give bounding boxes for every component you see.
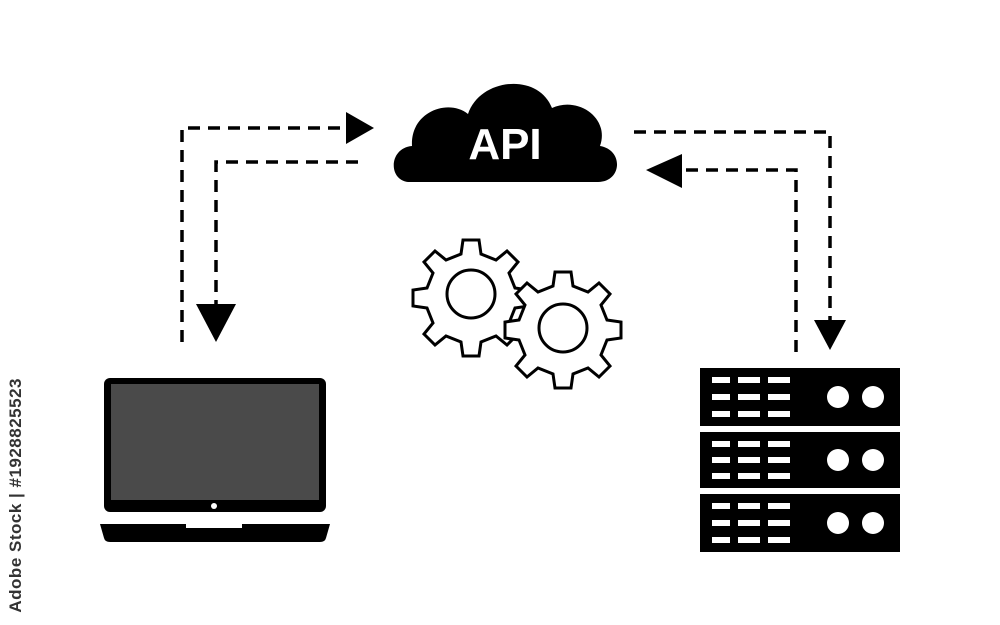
arrow-head-right-icon	[346, 112, 374, 144]
gear-icon	[411, 238, 531, 358]
api-to-server-arrow	[634, 130, 846, 350]
laptop-to-api-arrow	[180, 112, 374, 342]
api-cloud-icon: API	[393, 83, 618, 182]
laptop-icon	[100, 378, 330, 542]
server-to-api-arrow	[646, 154, 798, 352]
stock-id-text: Adobe Stock | #1928825523	[6, 378, 25, 613]
gear-icon	[503, 270, 623, 390]
laptop-base	[100, 524, 330, 542]
arrow-head-down-icon	[196, 304, 236, 342]
arrow-head-down-icon	[814, 320, 846, 350]
gears-icon	[411, 238, 623, 390]
server-rack-icon	[700, 368, 900, 552]
server-unit	[700, 432, 900, 488]
server-unit	[700, 368, 900, 426]
api-to-laptop-arrow	[196, 160, 358, 342]
api-label: API	[468, 120, 541, 169]
stock-id-watermark: Adobe Stock | #1928825523	[6, 378, 30, 613]
server-unit	[700, 494, 900, 552]
arrow-head-left-icon	[646, 154, 682, 188]
laptop-trackpad-notch	[186, 524, 242, 528]
laptop-screen	[111, 384, 319, 500]
laptop-webcam-icon	[211, 503, 217, 509]
